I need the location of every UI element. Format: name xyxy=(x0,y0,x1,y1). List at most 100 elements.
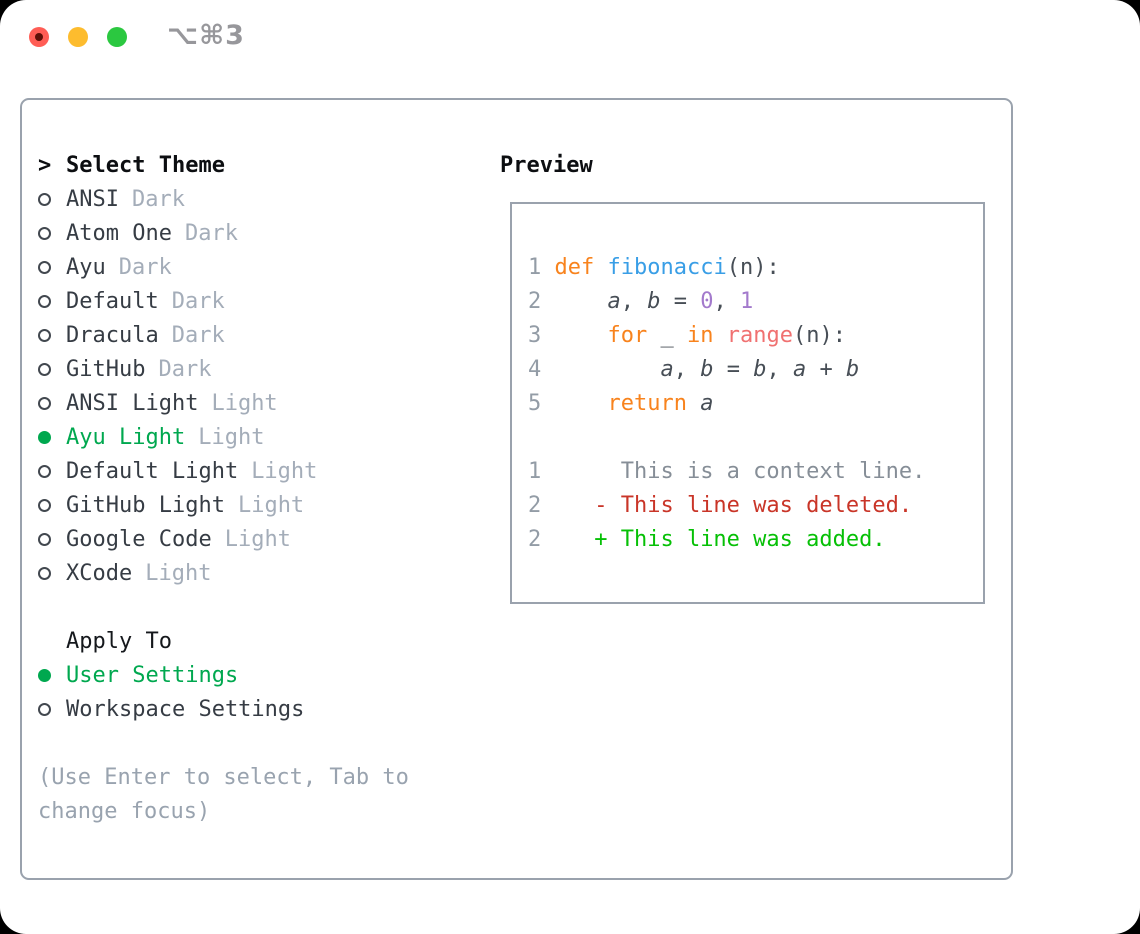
theme-name: ANSI xyxy=(66,186,119,212)
close-button[interactable] xyxy=(29,27,49,47)
code-line: 3 for _ in range(n): xyxy=(528,318,983,352)
theme-option-ansi-light[interactable]: ANSI Light Light xyxy=(38,386,409,420)
radio-icon xyxy=(38,260,51,274)
apply-option-workspace-settings[interactable]: Workspace Settings xyxy=(38,692,409,726)
theme-variant: Dark xyxy=(158,356,212,382)
code-token-ctx: This is a context line. xyxy=(541,458,926,484)
cursor-prefix-icon: > xyxy=(38,152,52,178)
theme-name: Ayu Light xyxy=(66,424,186,450)
code-token-call: range xyxy=(726,322,793,348)
theme-name: GitHub xyxy=(66,356,146,382)
code-token-var: a xyxy=(660,356,674,382)
code-token-pln: (n): xyxy=(726,254,780,280)
theme-name: Atom One xyxy=(66,220,172,246)
radio-icon xyxy=(38,226,51,240)
apply-option-label: User Settings xyxy=(66,662,239,688)
code-line: 4 a, b = b, a + b xyxy=(528,352,983,386)
code-token-pln: _ xyxy=(647,322,687,348)
code-token-ln: 2 xyxy=(528,492,542,518)
theme-variant: Dark xyxy=(118,254,172,280)
window-title: ⌥⌘3 xyxy=(167,20,245,51)
code-token-pln: = xyxy=(713,356,754,382)
theme-variant: Light xyxy=(224,526,291,552)
theme-option-default-light[interactable]: Default Light Light xyxy=(38,454,409,488)
theme-variant: Light xyxy=(211,390,278,416)
minimize-button[interactable] xyxy=(68,27,88,47)
code-token-ln: 2 xyxy=(528,288,555,314)
code-token-kw: in xyxy=(686,322,714,348)
code-token-pln: , xyxy=(766,356,793,382)
radio-icon xyxy=(38,498,51,512)
theme-option-ayu-light[interactable]: Ayu Light Light xyxy=(38,420,409,454)
radio-icon xyxy=(38,430,51,444)
theme-option-atom-one-dark[interactable]: Atom One Dark xyxy=(38,216,409,250)
theme-option-default-dark[interactable]: Default Dark xyxy=(38,284,409,318)
code-token-var: b xyxy=(647,288,661,314)
hint-text: (Use Enter to select, Tab to xyxy=(38,764,409,790)
code-token-pln: , xyxy=(673,356,701,382)
code-token-pln xyxy=(555,357,661,382)
radio-icon xyxy=(38,532,51,546)
theme-variant: Dark xyxy=(184,220,238,246)
radio-icon xyxy=(38,192,51,206)
select-theme-heading: > Select Theme xyxy=(38,148,409,182)
theme-name: ANSI Light xyxy=(66,390,199,416)
theme-variant: Dark xyxy=(171,288,225,314)
theme-option-google-code[interactable]: Google Code Light xyxy=(38,522,409,556)
select-theme-heading-label: Select Theme xyxy=(66,152,225,178)
theme-variant: Light xyxy=(198,424,265,450)
code-token-var: a xyxy=(792,356,807,382)
code-token-ln: 5 xyxy=(528,390,555,416)
code-token-var: a xyxy=(700,390,714,416)
theme-option-github-dark[interactable]: GitHub Dark xyxy=(38,352,409,386)
radio-icon xyxy=(38,362,51,376)
theme-name: XCode xyxy=(66,560,133,586)
theme-name: Dracula xyxy=(66,322,159,348)
hint-text: change focus) xyxy=(38,798,211,824)
code-token-var: b xyxy=(753,356,767,382)
code-token-ln: 3 xyxy=(528,322,555,348)
code-token-ln: 1 xyxy=(528,458,542,484)
code-token-ln: 4 xyxy=(528,356,555,382)
theme-name: Default xyxy=(66,288,159,314)
code-token-pln xyxy=(555,289,608,314)
radio-icon xyxy=(38,464,51,478)
apply-option-user-settings[interactable]: User Settings xyxy=(38,658,409,692)
theme-variant: Light xyxy=(251,458,318,484)
hint-text-line-1: (Use Enter to select, Tab to xyxy=(38,760,409,794)
radio-icon xyxy=(38,668,51,682)
theme-name: Google Code xyxy=(66,526,212,552)
theme-name: Default Light xyxy=(66,458,239,484)
code-token-kw: for xyxy=(607,322,648,348)
code-line xyxy=(528,420,983,454)
code-token-pln xyxy=(555,391,608,416)
zoom-button[interactable] xyxy=(107,27,127,47)
radio-icon xyxy=(38,396,51,410)
radio-icon xyxy=(38,294,51,308)
theme-option-xcode[interactable]: XCode Light xyxy=(38,556,409,590)
code-line: 2 a, b = 0, 1 xyxy=(528,284,983,318)
code-token-pln xyxy=(713,323,726,348)
apply-to-heading-label: Apply To xyxy=(66,628,172,654)
code-token-num: 0 xyxy=(700,288,714,314)
theme-variant: Light xyxy=(145,560,212,586)
code-token-del: - This line was deleted. xyxy=(541,492,913,518)
code-token-pln: , xyxy=(620,288,648,314)
apply-option-label: Workspace Settings xyxy=(66,696,305,722)
code-token-pln: , xyxy=(713,288,740,314)
code-line: 1 def fibonacci(n): xyxy=(528,250,983,284)
tui-panel-border xyxy=(20,98,1013,880)
code-line: 1 This is a context line. xyxy=(528,454,983,488)
code-token-kw: def xyxy=(554,254,608,280)
code-token-ln: 1 xyxy=(528,254,555,280)
code-line: 2 + This line was added. xyxy=(528,522,983,556)
code-token-fn: fibonacci xyxy=(607,254,727,280)
